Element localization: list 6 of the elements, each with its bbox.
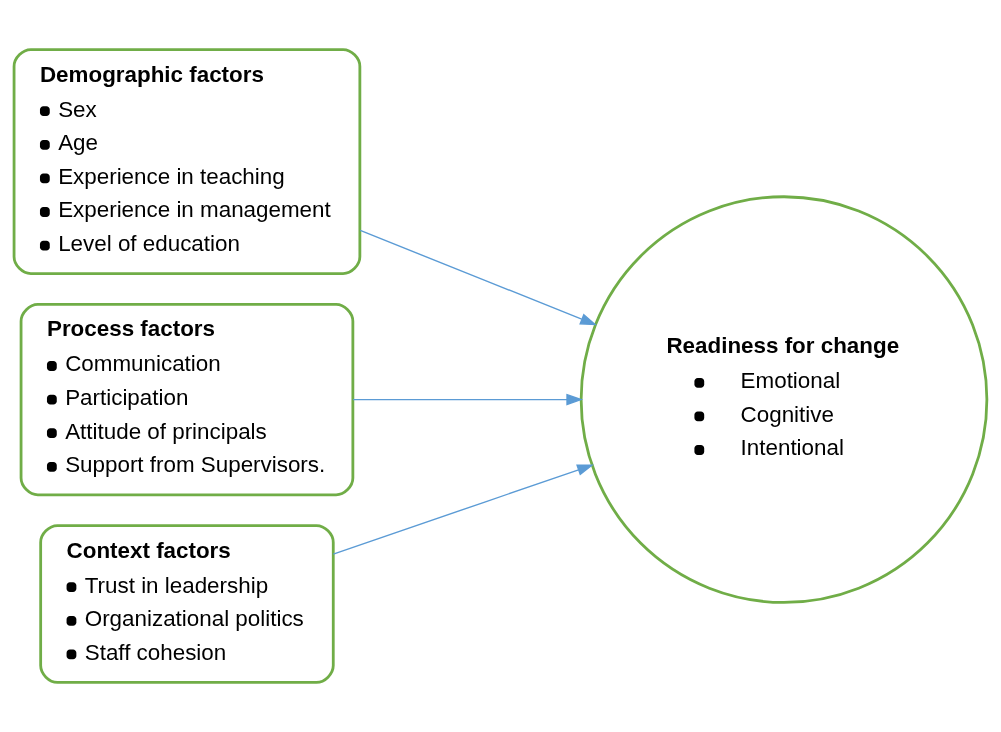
node-box: Context factors Trust in leadership Organizational politics Staff cohesion bbox=[39, 524, 335, 684]
arrow bbox=[352, 393, 584, 406]
node-box: Demographic factors Sex Age Experience in teaching Experience in management Level of education bbox=[12, 48, 362, 275]
node-box: Process factors Communication Participation Attitude of principals Support from Supervisors. bbox=[19, 303, 355, 497]
arrow bbox=[332, 464, 594, 555]
arrow bbox=[359, 229, 597, 326]
